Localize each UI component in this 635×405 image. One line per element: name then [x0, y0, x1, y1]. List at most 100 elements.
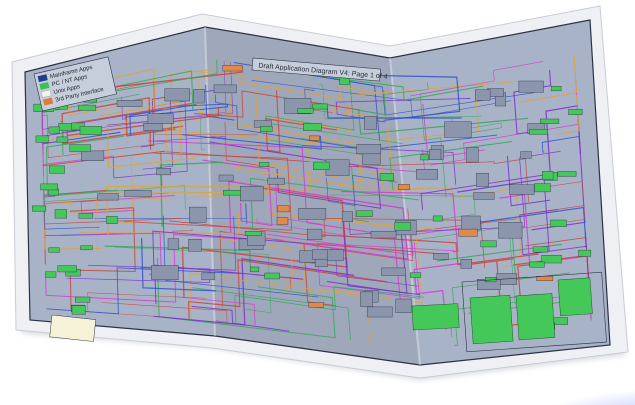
app-box — [518, 80, 544, 93]
connector-line — [475, 206, 587, 249]
legend: Mainframe Apps PC / NT Apps Unix Apps 3r… — [33, 56, 117, 112]
app-box — [370, 230, 397, 239]
app-box — [461, 215, 481, 231]
connector-line — [172, 228, 193, 232]
pc-app-box — [223, 189, 241, 196]
connector-line — [45, 233, 254, 303]
app-box — [498, 222, 523, 239]
app-box — [475, 89, 491, 101]
connector-line — [306, 233, 539, 266]
third-party-box — [222, 65, 243, 72]
app-box — [124, 190, 152, 197]
pc-app-box — [540, 118, 560, 124]
app-box — [80, 150, 105, 161]
connector-line — [358, 90, 529, 135]
connector-line — [152, 135, 226, 142]
connector-line — [409, 61, 544, 97]
pc-app-box — [244, 231, 262, 236]
third-party-box — [309, 135, 320, 141]
pc-app-box — [54, 209, 67, 219]
app-box — [147, 113, 174, 124]
app-box — [167, 238, 180, 250]
connector-line — [228, 180, 409, 261]
pc-app-box — [379, 173, 394, 181]
connector-line — [192, 287, 351, 340]
app-box — [520, 151, 532, 159]
app-box — [466, 147, 479, 163]
pc-app-box — [550, 85, 562, 92]
connector-line — [251, 80, 512, 119]
connector-line — [189, 273, 358, 319]
pc-app-box — [78, 104, 97, 111]
pc-app-box — [410, 272, 422, 278]
connector-line — [159, 161, 224, 227]
legend-swatch-third-party — [42, 97, 54, 106]
connector-line — [170, 68, 321, 144]
connector-line — [154, 264, 304, 305]
pc-app-box — [394, 222, 411, 231]
connector-line — [147, 140, 401, 300]
third-party-box — [398, 184, 410, 190]
connector-line — [106, 185, 270, 236]
app-box — [364, 116, 377, 130]
app-box — [429, 149, 442, 160]
connector-line — [42, 150, 165, 167]
legend-swatch-pc — [39, 82, 50, 90]
pc-app-box — [541, 254, 562, 264]
pc-app-box — [534, 183, 551, 193]
connector-line — [326, 105, 462, 119]
pc-app-box — [312, 103, 328, 110]
third-party-box — [536, 276, 554, 281]
app-box — [360, 291, 373, 307]
app-box — [189, 206, 207, 223]
pc-app-box — [557, 171, 577, 177]
pc-app-box — [250, 266, 260, 273]
legend-label-unix: Unix Apps — [53, 84, 81, 96]
app-box — [156, 167, 171, 176]
connector-line — [304, 73, 461, 121]
pc-app-box — [550, 219, 567, 227]
app-box — [240, 185, 264, 202]
app-box — [97, 193, 119, 201]
pc-app-box — [48, 247, 60, 253]
pc-app-box — [259, 162, 270, 167]
pc-app-box — [35, 135, 49, 143]
summary-panel-3 — [557, 277, 593, 317]
app-box — [416, 168, 438, 180]
app-box — [509, 184, 535, 195]
pc-app-box — [49, 165, 65, 174]
application-boxes — [32, 65, 592, 342]
pc-app-box — [480, 240, 497, 248]
app-box — [356, 144, 382, 155]
connector-line — [510, 194, 585, 231]
legend-swatch-unix — [41, 89, 52, 98]
app-box — [362, 152, 381, 165]
connector-line — [341, 190, 459, 253]
pc-app-box — [78, 213, 94, 219]
pc-app-box — [45, 271, 57, 278]
pc-app-box — [420, 154, 429, 161]
fold-crease-1 — [204, 26, 216, 337]
pc-app-box — [297, 108, 314, 114]
connector-line — [69, 207, 136, 311]
app-box — [213, 84, 237, 94]
connector-line — [316, 242, 456, 299]
connector-line — [99, 101, 182, 158]
pc-app-box — [106, 215, 118, 224]
pc-app-box — [40, 183, 59, 191]
pc-app-box — [79, 126, 102, 135]
connector-line — [87, 216, 237, 271]
connector-line — [348, 150, 561, 235]
connector-line — [45, 135, 125, 197]
app-box — [460, 259, 472, 269]
connector-line — [125, 114, 176, 137]
pc-app-box — [529, 261, 545, 268]
pc-app-box — [57, 265, 77, 273]
pc-app-box — [264, 272, 280, 280]
connector-line — [249, 177, 419, 231]
connector-line — [191, 305, 290, 332]
app-box — [312, 249, 328, 260]
connector-line — [541, 135, 580, 153]
pc-app-box — [529, 129, 549, 135]
